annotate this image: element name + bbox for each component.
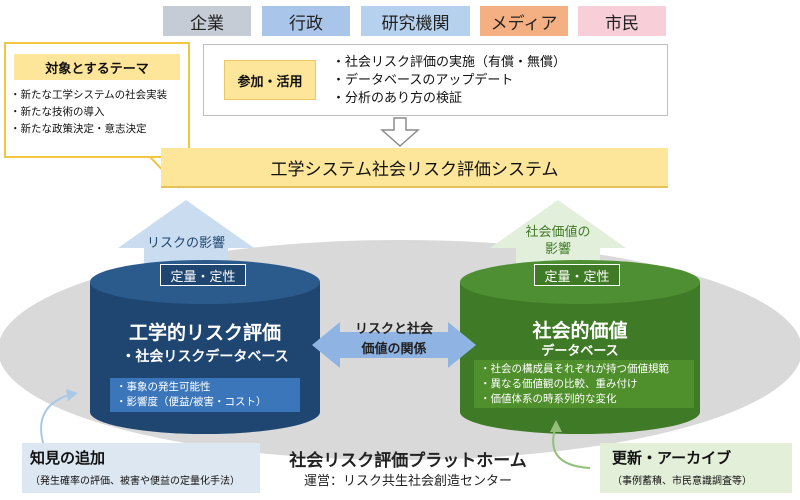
participation-item: ・分析のあり方の検証 xyxy=(332,91,463,106)
left-db-title: 工学的リスク評価 xyxy=(128,322,281,344)
left-db-items: ・事象の発生可能性 ・影響度（便益/被害・コスト） xyxy=(110,378,300,412)
left-db-item: ・事象の発生可能性 xyxy=(116,381,211,393)
theme-title: 対象とするテーマ xyxy=(14,54,180,80)
right-arrow-label-line1: 社会価値の xyxy=(525,225,591,240)
participation-item: ・社会リスク評価の実施（有償・無償） xyxy=(332,55,567,70)
knowledge-subtitle: （発生確率の評価、被害や便益の定量化手法） xyxy=(30,476,240,487)
stakeholder-company: 企業 xyxy=(163,6,251,36)
relation-double-arrow xyxy=(312,322,476,368)
right-db-item: ・価値体系の時系列的な変化 xyxy=(480,393,617,405)
relation-line2: 価値の関係 xyxy=(361,342,427,357)
knowledge-title: 知見の追加 xyxy=(30,449,106,467)
right-db-item: ・異なる価値観の比較、重み付け xyxy=(480,378,638,390)
right-arrow-label: 社会価値の 影響 xyxy=(514,224,602,258)
update-curve-arrow xyxy=(552,425,591,469)
right-db-title: 社会的価値 xyxy=(532,320,628,342)
left-tag: 定量・定性 xyxy=(160,264,246,286)
platform-title: 社会リスク評価プラットホーム xyxy=(289,451,527,471)
relation-line1: リスクと社会 xyxy=(354,322,433,337)
relation-label: リスクと社会 価値の関係 xyxy=(338,320,450,372)
stakeholder-citizens: 市民 xyxy=(578,6,666,36)
stakeholder-research: 研究機関 xyxy=(361,6,470,36)
platform-operation: 運営：リスク共生社会創造センター xyxy=(303,474,512,489)
left-arrow-label: リスクの影響 xyxy=(146,236,225,251)
update-title: 更新・アーカイブ xyxy=(612,449,732,467)
theme-item: ・新たな政策決定・意志決定 xyxy=(10,123,147,135)
knowledge-curve-arrow xyxy=(40,393,73,447)
right-db-items: ・社会の構成員それぞれが持つ価値規範 ・異なる価値観の比較、重み付け ・価値体系… xyxy=(474,360,694,408)
theme-item: ・新たな工学システムの社会実装 xyxy=(10,89,168,101)
theme-item: ・新たな技術の導入 xyxy=(10,106,105,118)
participation-item: ・データベースのアップデート xyxy=(332,73,514,88)
right-tag: 定量・定性 xyxy=(534,264,620,286)
knowledge-box xyxy=(22,443,260,493)
stakeholder-government: 行政 xyxy=(262,6,350,36)
down-arrow xyxy=(380,117,420,148)
left-db-subtitle: ・社会リスクデータベース xyxy=(121,349,289,365)
update-box xyxy=(600,443,792,493)
participation-label: 参加・活用 xyxy=(224,60,316,100)
right-arrow-label-line2: 影響 xyxy=(544,242,571,257)
right-db-subtitle: データベース xyxy=(541,344,619,359)
right-db-item: ・社会の構成員それぞれが持つ価値規範 xyxy=(480,363,669,375)
stakeholder-media: メディア xyxy=(480,6,568,36)
left-db-item: ・影響度（便益/被害・コスト） xyxy=(116,396,267,408)
system-title: 工学システム社会リスク評価システム xyxy=(161,148,668,188)
update-subtitle: （事例蓄積、市民意識調査等） xyxy=(612,476,752,487)
